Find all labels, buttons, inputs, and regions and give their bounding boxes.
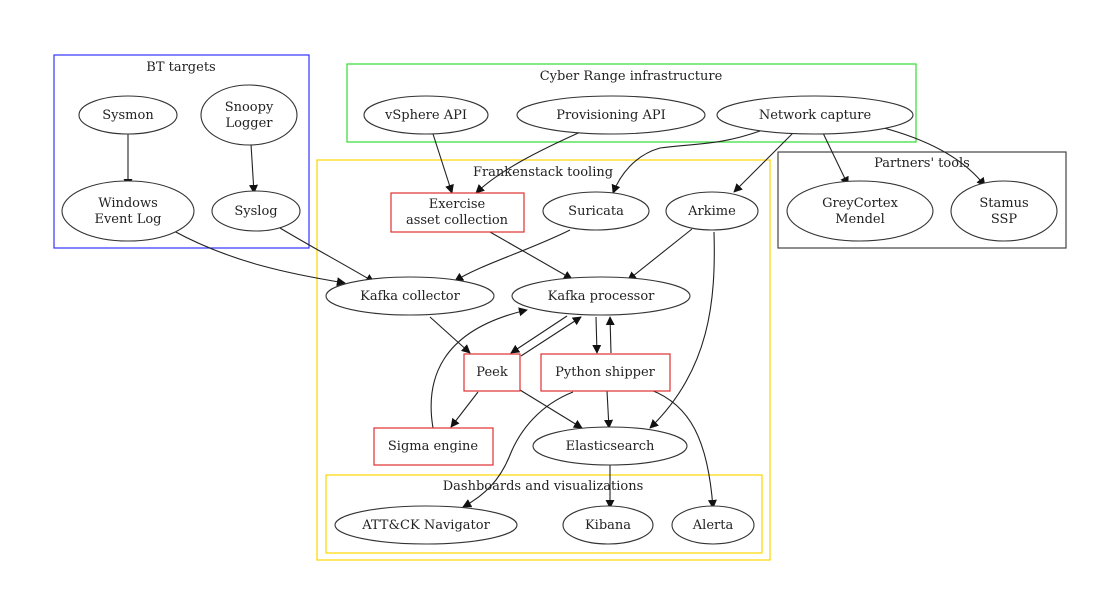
node-snoopy-logger-label-line2: Logger [225,116,273,131]
node-syslog-label: Syslog [234,204,277,219]
node-snoopy-logger[interactable]: Snoopy Logger [200,84,298,146]
edge-pyshipper-kprocessor [605,316,615,354]
edge-sigma-kprocessor [430,307,528,429]
node-provisioning-api[interactable]: Provisioning API [516,95,706,135]
node-exercise-label-line2: asset collection [406,213,509,228]
node-suricata-label: Suricata [568,204,624,219]
node-alerta[interactable]: Alerta [671,505,755,545]
node-vsphere-api-label: vSphere API [384,108,467,123]
edge-pyshipper-elastic [604,390,614,429]
node-exercise-asset-collection[interactable]: Exercise asset collection [390,192,525,233]
edge-provisioning-exercise [475,129,586,194]
cluster-partners-border [777,151,1067,249]
cluster-bt-targets-border [53,54,310,249]
node-elasticsearch[interactable]: Elasticsearch [532,426,688,466]
node-kafka-collector[interactable]: Kafka collector [325,276,495,316]
cluster-bt-targets-label: BT targets [146,60,215,75]
cluster-dashboards-border [325,474,763,554]
cluster-frankenstack-border [316,159,771,561]
edge-pyshipper-attack [462,391,574,508]
cluster-dashboards-label: Dashboards and visualizations [443,479,644,494]
edge-kprocessor-pyshipper [592,316,602,354]
node-syslog[interactable]: Syslog [211,190,301,232]
node-windows-event-log-label-line1: Windows [98,196,158,211]
node-python-shipper-label: Python shipper [555,365,656,380]
edge-vsphere-exercise [432,133,454,194]
node-suricata[interactable]: Suricata [542,191,650,231]
node-kafka-processor-label: Kafka processor [548,289,656,304]
node-sysmon-label: Sysmon [102,108,154,123]
cluster-cyber-range: Cyber Range infrastructure [346,63,917,143]
node-windows-event-log[interactable]: Windows Event Log [61,180,195,242]
node-peek-label: Peek [476,365,508,380]
node-stamus-label-line1: Stamus [979,196,1028,211]
node-kibana[interactable]: Kibana [562,505,654,545]
edge-peek-kprocessor [520,316,582,357]
node-attack-navigator-label: ATT&CK Navigator [361,518,490,533]
node-alerta-label: Alerta [692,518,734,533]
edge-netcap-suricata [611,130,761,194]
node-kafka-processor[interactable]: Kafka processor [511,276,691,316]
edge-netcap-arkime [733,132,794,193]
node-windows-event-log-label-line2: Event Log [94,212,161,227]
edge-arkime-elastic [649,231,715,429]
edge-kcollector-peek [429,316,471,354]
node-stamus-ssp[interactable]: Stamus SSP [950,180,1058,242]
node-network-capture[interactable]: Network capture [716,95,914,135]
edge-snoopy-syslog [249,143,258,194]
node-network-capture-label: Network capture [759,108,872,123]
node-peek[interactable]: Peek [463,353,521,392]
node-sysmon[interactable]: Sysmon [78,95,178,135]
edge-peek-elastic [519,389,583,429]
node-greycortex-mendel[interactable]: GreyCortex Mendel [786,180,934,242]
edges [123,126,986,509]
cluster-cyber-range-border [346,63,917,143]
node-kafka-collector-label: Kafka collector [360,289,460,304]
edge-arkime-kprocessor [627,228,693,281]
cluster-partners: Partners' tools [777,151,1067,249]
cluster-dashboards: Dashboards and visualizations [325,474,763,554]
node-python-shipper[interactable]: Python shipper [540,353,671,392]
node-stamus-label-line2: SSP [991,212,1018,227]
edge-netcap-greycortex [822,132,849,186]
node-snoopy-logger-label-line1: Snoopy [225,100,274,115]
edge-syslog-kcollector [279,227,375,283]
edge-peek-sigma [450,391,479,428]
cluster-cyber-range-label: Cyber Range infrastructure [540,69,723,84]
edge-suricata-kcollector [454,229,571,282]
edge-wevtlog-kcollector [171,229,346,287]
node-kibana-label: Kibana [585,518,631,533]
node-attack-navigator[interactable]: ATT&CK Navigator [334,505,518,545]
node-exercise-label-line1: Exercise [429,197,486,212]
edge-pyshipper-alerta [650,389,717,509]
node-greycortex-label-line1: GreyCortex [822,196,899,211]
node-elasticsearch-label: Elasticsearch [566,439,655,454]
node-sigma-engine[interactable]: Sigma engine [373,427,494,466]
node-arkime-label: Arkime [687,204,736,219]
nodes: Sysmon Snoopy Logger Windows Event Log S… [61,84,1058,545]
node-provisioning-api-label: Provisioning API [556,108,666,123]
node-greycortex-label-line2: Mendel [835,212,885,227]
edge-netcap-stamus [879,126,986,187]
edge-kprocessor-peek [510,315,568,354]
edge-exercise-kprocessor [489,231,573,280]
cluster-bt-targets: BT targets [53,54,310,249]
cluster-partners-label: Partners' tools [874,156,970,171]
node-vsphere-api[interactable]: vSphere API [363,95,489,135]
node-arkime[interactable]: Arkime [665,191,759,231]
node-sigma-engine-label: Sigma engine [388,439,479,454]
